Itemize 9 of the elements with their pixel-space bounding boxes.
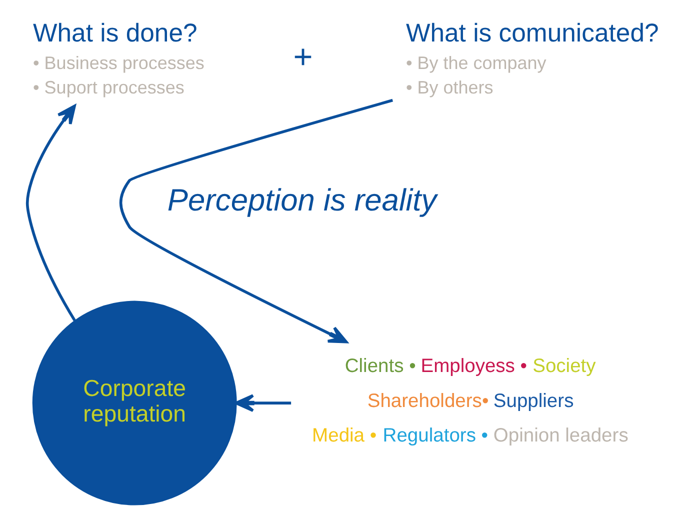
label: + — [293, 38, 313, 76]
arrow — [120, 98, 394, 344]
node-text: What is comunicated? • By the company • By others — [406, 20, 659, 98]
node-text: What is done? • Business processes • Suport processes — [33, 20, 204, 98]
arrow — [26, 104, 76, 322]
arrow — [234, 394, 292, 412]
node-circle: Corporate reputation — [32, 300, 237, 506]
label: Perception is reality — [167, 182, 437, 218]
node-text: Clients • Employess • Society Shareholders• Suppliers Media • Regulators • Opinion leaders — [312, 356, 628, 447]
